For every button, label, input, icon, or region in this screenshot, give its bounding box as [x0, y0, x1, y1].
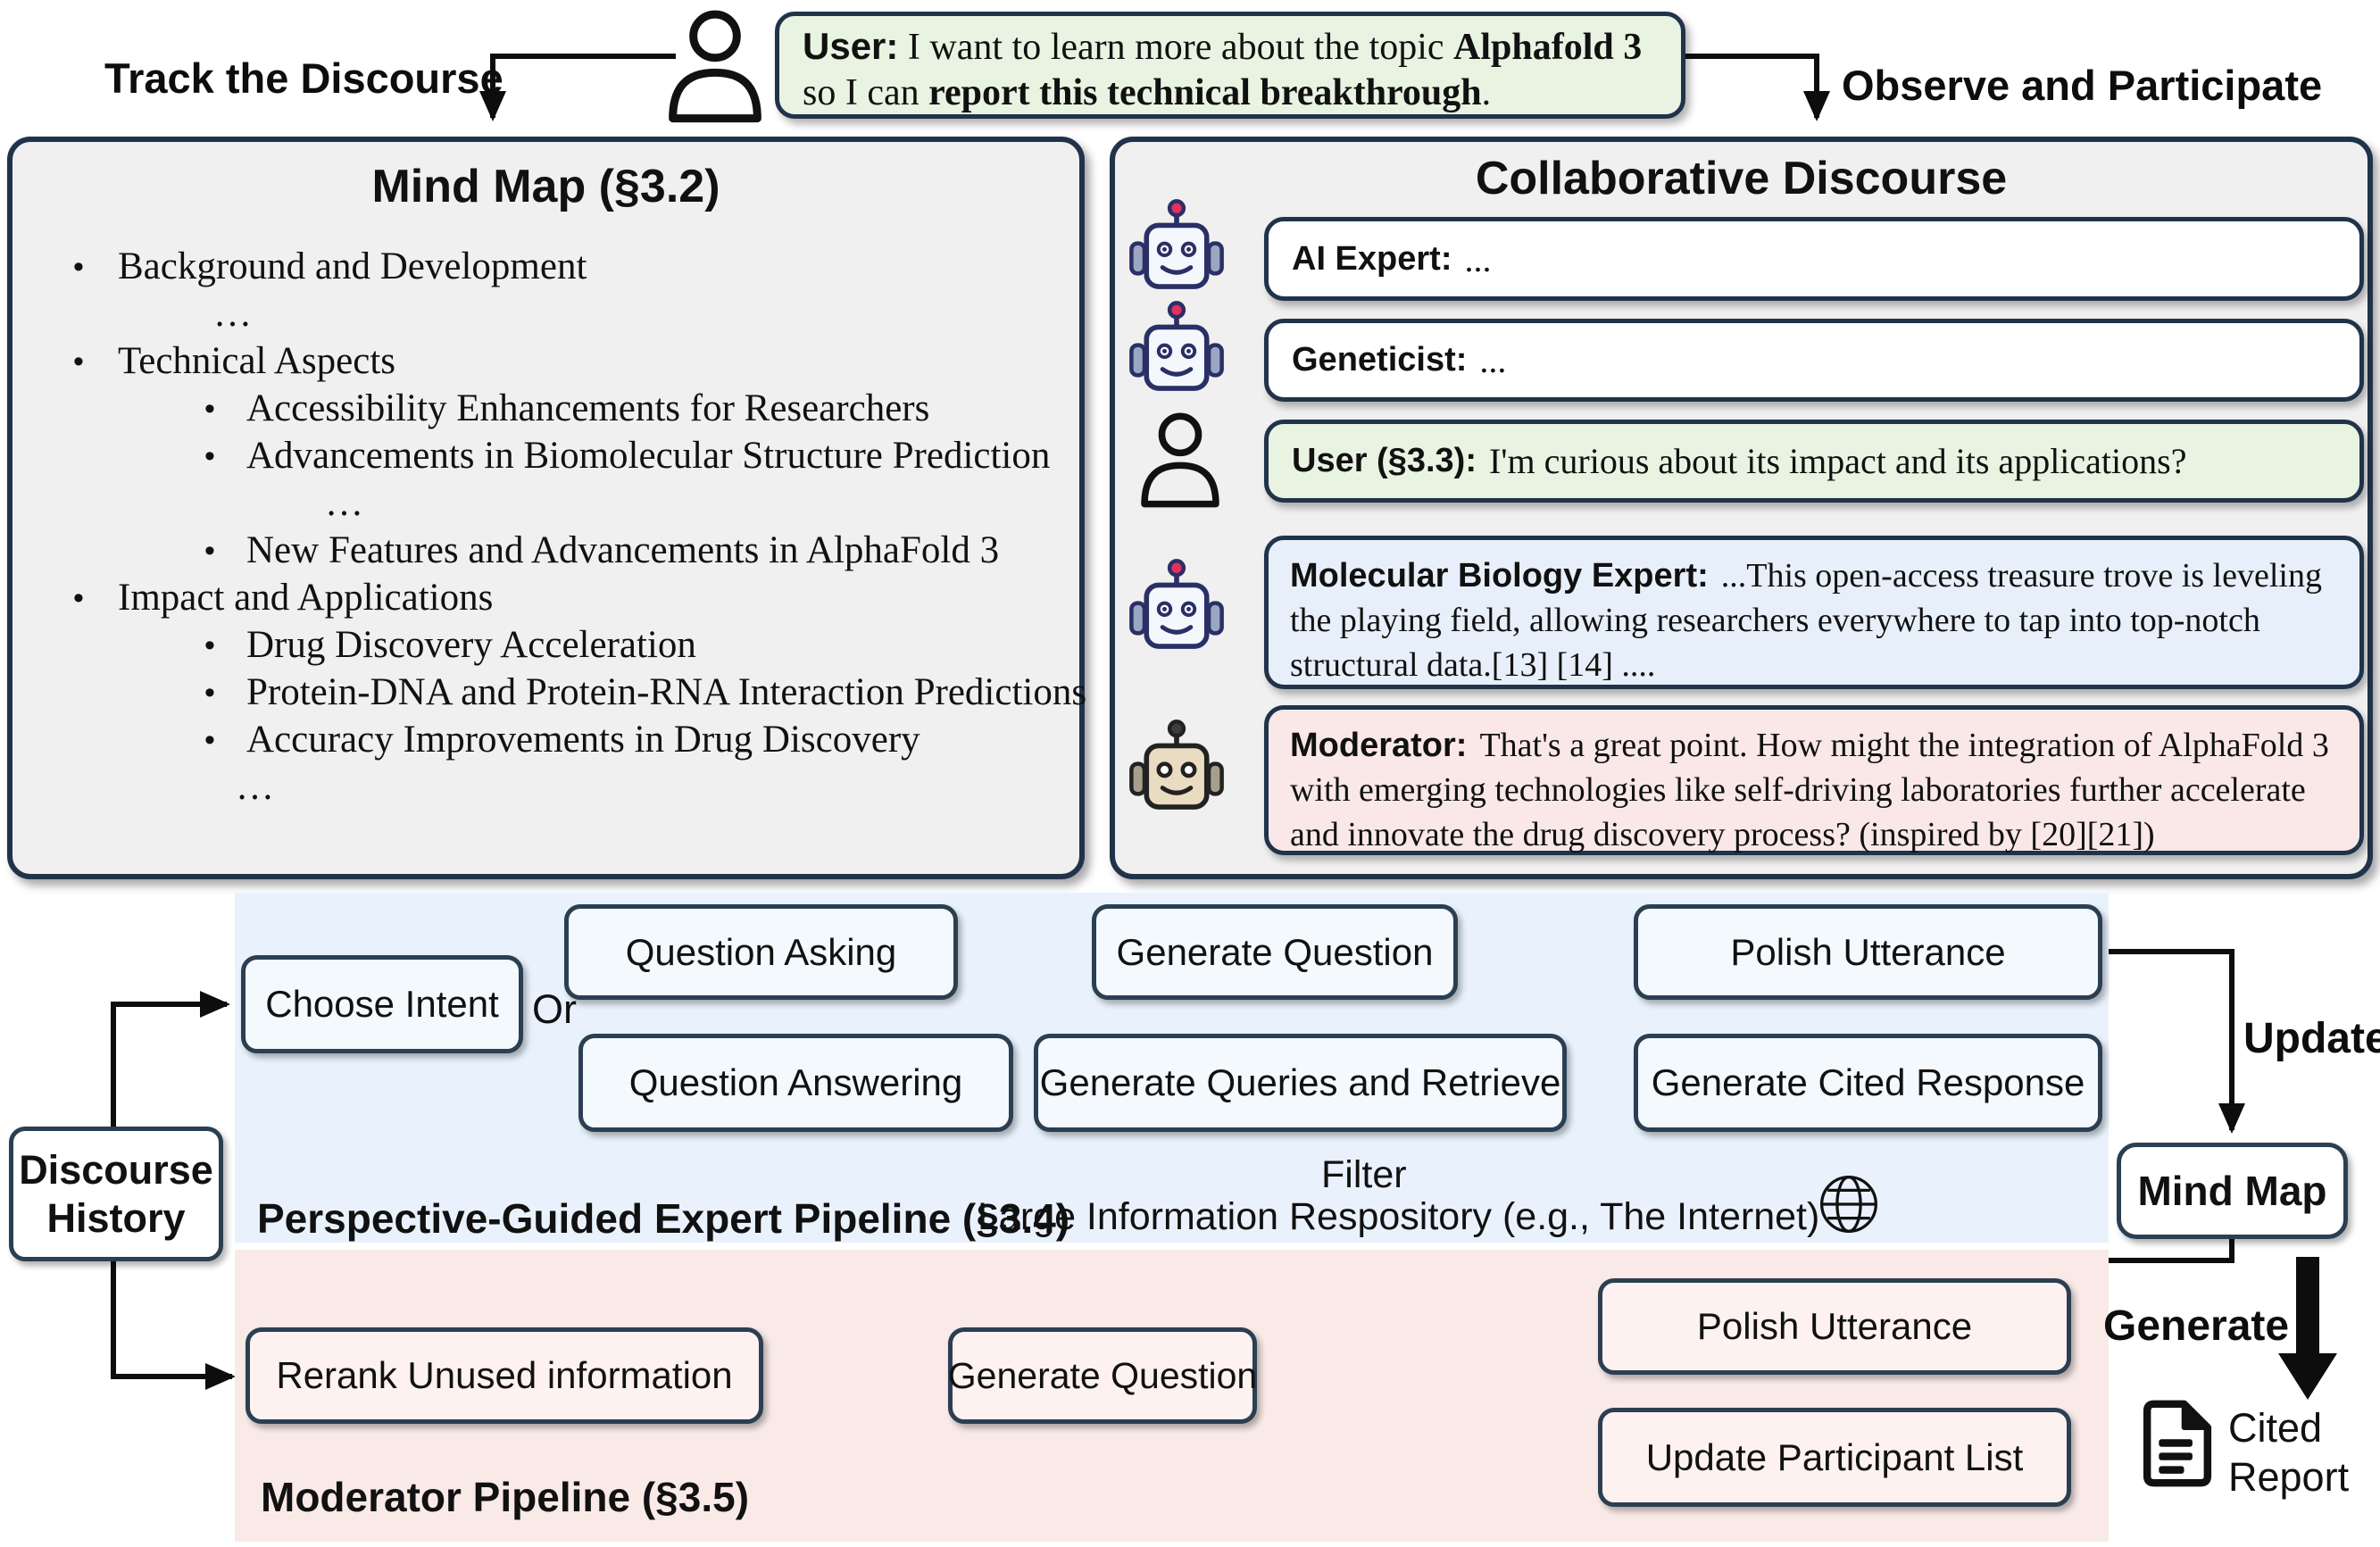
- speaker-label: AI Expert:: [1292, 239, 1452, 278]
- cited-report-document-icon: [2143, 1400, 2212, 1487]
- question-answering-box: Question Answering: [578, 1034, 1013, 1132]
- mind-map-item-text: …: [236, 766, 279, 808]
- message-text: That's a great point. How might the inte…: [1290, 727, 2329, 853]
- speaker-label: Moderator:: [1290, 727, 1468, 764]
- bullet-marker: •: [204, 534, 215, 568]
- bullet-marker: •: [204, 392, 215, 426]
- mind-map-item-text: New Features and Advancements in AlphaFo…: [246, 529, 1000, 571]
- message-molecular-biology-expert: Molecular Biology Expert:...This open-ac…: [1264, 536, 2364, 689]
- bullet-marker: •: [73, 581, 84, 615]
- question-asking-box: Question Asking: [564, 904, 958, 1000]
- mind-map-item-text: Technical Aspects: [118, 340, 396, 382]
- moderator-generate-question-box: Generate Question: [948, 1327, 1257, 1424]
- mind-map-title: Mind Map (§3.2): [371, 161, 720, 212]
- message-ai-expert: AI Expert: ...: [1264, 217, 2364, 301]
- bullet-marker: •: [73, 250, 84, 284]
- globe-icon: [1820, 1176, 1877, 1233]
- message-text: I'm curious about its impact and its app…: [1488, 441, 2187, 481]
- polish-utterance-box: Polish Utterance: [1634, 904, 2102, 1000]
- mind-map-item-text: Impact and Applications: [118, 577, 494, 619]
- mind-map-item: …: [12, 765, 1079, 812]
- moderator-pipeline-label: Moderator Pipeline (§3.5): [261, 1474, 750, 1520]
- discourse-history-box: Discourse History: [9, 1127, 223, 1261]
- cited-report-label: Cited Report: [2228, 1405, 2350, 1500]
- message-geneticist: Geneticist: ...: [1264, 319, 2364, 402]
- generate-question-box: Generate Question: [1092, 904, 1458, 1000]
- message-user: User (§3.3): I'm curious about its impac…: [1264, 420, 2364, 503]
- message-text: ...This open-access treasure trove is le…: [1290, 557, 2322, 684]
- ai-expert-robot-icon: [1129, 199, 1224, 289]
- mind-map-item: …: [12, 481, 1079, 528]
- user-query-bubble: User: I want to learn more about the top…: [775, 12, 1685, 119]
- choose-intent-box: Choose Intent: [241, 955, 523, 1053]
- generate-queries-retrieve-box: Generate Queries and Retrieve: [1034, 1034, 1567, 1132]
- geneticist-robot-icon: [1129, 301, 1224, 391]
- mind-map-item-text: Accessibility Enhancements for Researche…: [246, 387, 930, 429]
- moderator-polish-utterance-box: Polish Utterance: [1598, 1278, 2071, 1375]
- bullet-marker: •: [73, 345, 84, 378]
- collaborative-discourse-title: Collaborative Discourse: [1475, 153, 2008, 204]
- mind-map-item: …: [12, 292, 1079, 339]
- mind-map-list: • Background and Development … • Technical A…: [12, 245, 1086, 812]
- expert-pipeline-label: Perspective-Guided Expert Pipeline (§3.4…: [257, 1195, 1070, 1242]
- mind-map-item: • Accessibility Enhancements for Research…: [12, 387, 1079, 434]
- user-query-line1: User: I want to learn more about the top…: [803, 25, 1643, 68]
- filter-label: Filter: [1321, 1153, 1407, 1196]
- message-text: ...: [1479, 340, 1507, 380]
- mind-map-item-text: Advancements in Biomolecular Structure P…: [246, 435, 1051, 477]
- bullet-marker: •: [204, 676, 215, 710]
- discourse-history-label: Discourse History: [19, 1146, 213, 1241]
- generate-cited-response-box: Generate Cited Response: [1634, 1034, 2102, 1132]
- mind-map-item: • Drug Discovery Acceleration: [12, 623, 1079, 670]
- bullet-marker: •: [204, 723, 215, 757]
- user-icon: [669, 10, 761, 123]
- mind-map-item: • Background and Development: [12, 245, 1079, 292]
- mind-map-item: • Advancements in Biomolecular Structure …: [12, 434, 1079, 481]
- repository-label: Large Information Respository (e.g., The…: [978, 1195, 1820, 1238]
- update-participant-list-box: Update Participant List: [1598, 1408, 2071, 1507]
- mind-map-item: • New Features and Advancements in AlphaF…: [12, 528, 1079, 576]
- mind-map-item: • Accuracy Improvements in Drug Discovery: [12, 718, 1079, 765]
- rerank-unused-information-box: Rerank Unused information: [245, 1327, 763, 1424]
- user-chat-icon: [1141, 412, 1219, 508]
- message-text: ...: [1464, 238, 1492, 279]
- moderator-robot-icon: [1129, 719, 1224, 810]
- mind-map-node-box: Mind Map: [2117, 1143, 2348, 1239]
- molecular-biology-robot-icon: [1129, 559, 1224, 649]
- speaker-label: Molecular Biology Expert:: [1290, 557, 1709, 595]
- generate-label: Generate: [2103, 1302, 2290, 1350]
- mind-map-item-text: …: [325, 482, 368, 524]
- bullet-marker: •: [204, 439, 215, 473]
- track-discourse-label: Track the Discourse: [104, 54, 503, 102]
- bullet-marker: •: [204, 628, 215, 662]
- generate-arrow: [2278, 1257, 2337, 1400]
- mind-map-item: • Impact and Applications: [12, 576, 1079, 623]
- speaker-label: User (§3.3):: [1292, 442, 1477, 479]
- mind-map-panel: Mind Map (§3.2) • Background and Developm…: [7, 137, 1086, 879]
- mind-map-item: • Protein-DNA and Protein-RNA Interaction…: [12, 670, 1086, 718]
- mind-map-item-text: …: [213, 293, 256, 335]
- user-query-line2: so I can report this technical breakthro…: [803, 72, 1492, 113]
- message-moderator: Moderator:That's a great point. How migh…: [1264, 705, 2364, 855]
- update-label: Update: [2243, 1015, 2380, 1062]
- mind-map-item-text: Background and Development: [118, 245, 587, 287]
- mind-map-item-text: Drug Discovery Acceleration: [246, 624, 696, 666]
- mind-map-item: • Technical Aspects: [12, 339, 1079, 387]
- mind-map-item-text: Accuracy Improvements in Drug Discovery: [246, 719, 920, 761]
- mind-map-item-text: Protein-DNA and Protein-RNA Interaction …: [246, 671, 1087, 713]
- speaker-label: Geneticist:: [1292, 341, 1468, 378]
- observe-participate-label: Observe and Participate: [1842, 62, 2323, 109]
